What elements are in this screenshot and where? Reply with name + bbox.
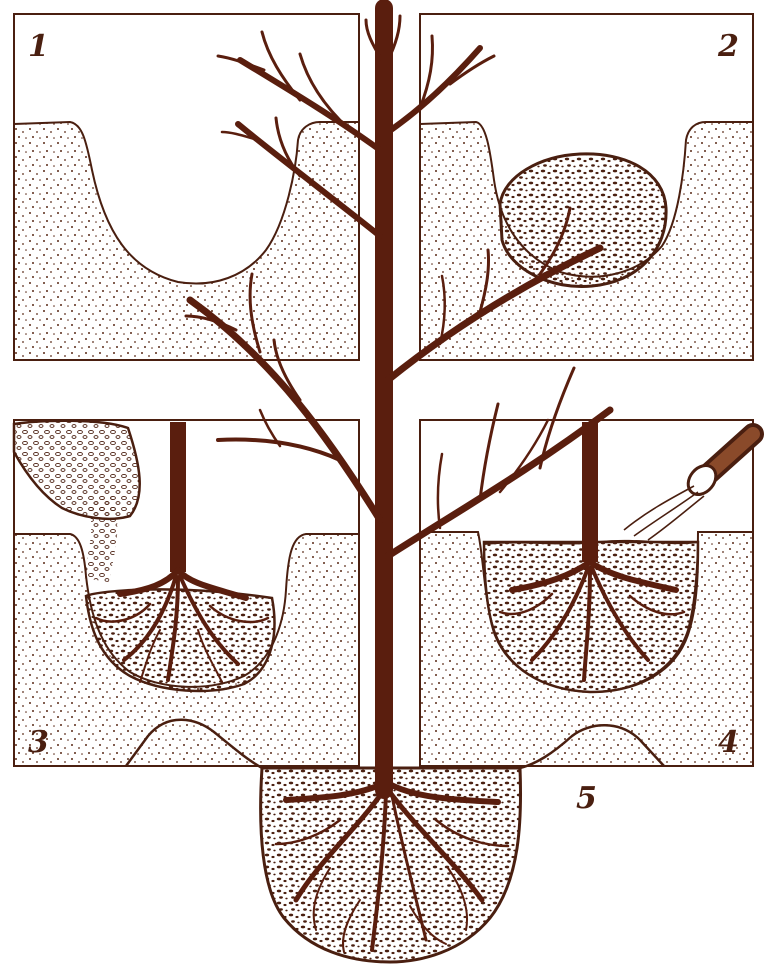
panel-step-3: 3 xyxy=(14,420,359,766)
step-label-3: 3 xyxy=(28,725,49,760)
sapling-trunk xyxy=(582,422,598,562)
compost-mound xyxy=(500,154,666,287)
sapling-trunk xyxy=(170,422,186,572)
panel-step-4: 4 xyxy=(420,420,753,766)
panel-step-1: 1 xyxy=(14,14,359,360)
step-label-4: 4 xyxy=(718,725,739,760)
step-label-5: 5 xyxy=(576,781,597,816)
step-label-2: 2 xyxy=(717,29,739,64)
step-label-1: 1 xyxy=(28,29,49,64)
panel-step-2: 2 xyxy=(420,14,753,360)
